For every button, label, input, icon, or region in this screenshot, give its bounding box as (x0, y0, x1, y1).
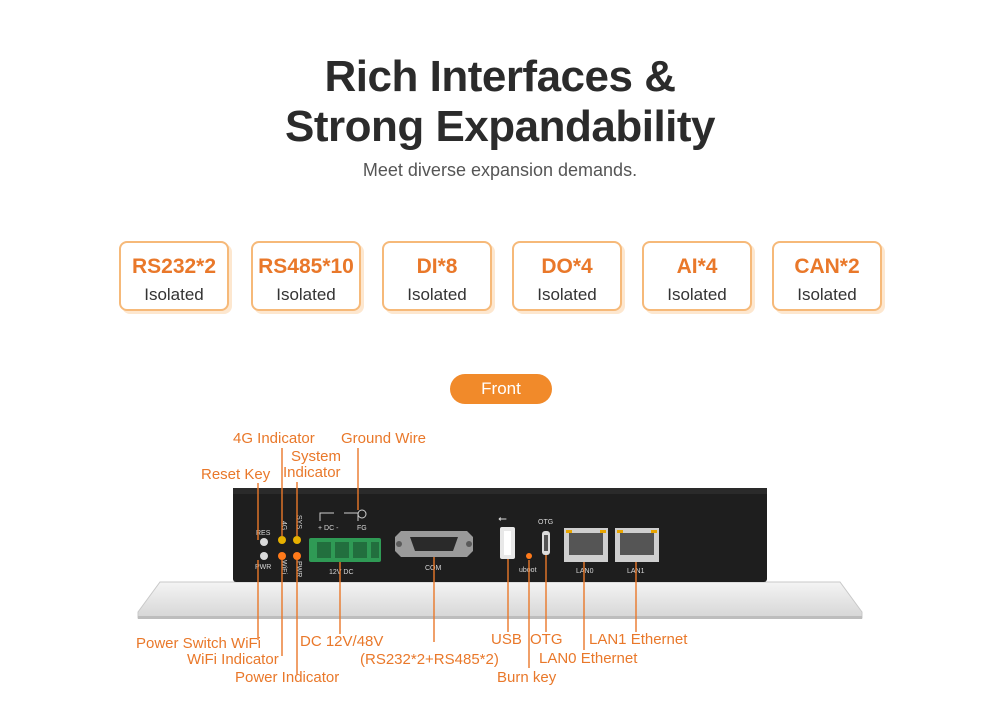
feature-sub: Isolated (537, 285, 597, 304)
terminal-slot (371, 542, 379, 558)
feature-card-di: DI*8 Isolated (382, 241, 492, 311)
4g-led-icon (278, 536, 286, 544)
callout-com-spec: (RS232*2+RS485*2) (360, 651, 499, 668)
feature-name: RS485*10 (258, 255, 354, 278)
callout-wifi-indicator: WiFi Indicator (187, 651, 279, 668)
callout-ground-wire: Ground Wire (341, 430, 427, 447)
feature-sub: Isolated (667, 285, 727, 304)
ground-symbol-icon (357, 509, 367, 519)
usb-port-tongue (504, 531, 511, 555)
silk-4g: 4G (280, 521, 287, 530)
callout-burn-key: Burn key (497, 669, 557, 686)
silk-dc-label: 12V DC (329, 569, 354, 576)
panel-bezel (137, 581, 863, 619)
callout-lan0: LAN0 Ethernet (539, 650, 638, 667)
feature-sub: Isolated (407, 285, 467, 304)
lan1-port-inner (620, 533, 654, 555)
silk-pwr-switch: PWR (255, 564, 271, 571)
callout-dc-power: DC 12V/48V (300, 633, 384, 650)
silk-uboot: uboot (519, 567, 537, 574)
silk-wifi: WiFi (280, 560, 287, 574)
silk-com: COM (425, 565, 442, 572)
wifi-led-icon (278, 552, 286, 560)
silk-otg: OTG (538, 519, 553, 526)
feature-card-ai: AI*4 Isolated (642, 241, 752, 311)
device-top-edge (233, 488, 767, 494)
callout-lan1: LAN1 Ethernet (589, 631, 688, 648)
feature-name: DI*8 (416, 255, 458, 278)
otg-port-inner (544, 535, 548, 551)
page-title-line1: Rich Interfaces & (324, 52, 676, 101)
power-switch-icon (260, 552, 268, 560)
burn-key-icon (526, 553, 532, 559)
com-screw (466, 541, 472, 547)
view-label-pill: Front (450, 374, 552, 404)
feature-sub: Isolated (276, 285, 336, 304)
callout-usb: USB (491, 631, 522, 648)
feature-card-rs232: RS232*2 Isolated (119, 241, 229, 311)
feature-card-can: CAN*2 Isolated (772, 241, 882, 311)
terminal-slot (335, 542, 349, 558)
callout-system-indicator-1: System (291, 448, 342, 465)
callout-reset-key: Reset Key (201, 466, 271, 483)
feature-sub: Isolated (144, 285, 204, 304)
power-led-icon (293, 552, 301, 560)
terminal-slot (353, 542, 367, 558)
callout-power-switch: Power Switch WiFi (136, 635, 262, 652)
silk-lan0: LAN0 (576, 568, 594, 575)
feature-name: RS232*2 (131, 255, 217, 278)
callout-system-indicator-2: Indicator (283, 464, 341, 481)
feature-name: AI*4 (676, 255, 718, 278)
lan0-led (566, 530, 572, 533)
silk-sys: SYS (295, 515, 302, 529)
silk-dc: + DC - (318, 525, 339, 532)
reset-key-icon (260, 538, 268, 546)
feature-card-do: DO*4 Isolated (512, 241, 622, 311)
lan0-port-inner (569, 533, 603, 555)
callout-4g-indicator: 4G Indicator (233, 430, 315, 447)
lan0-led (600, 530, 606, 533)
lan1-led (617, 530, 623, 533)
silk-fg: FG (357, 525, 367, 532)
com-screw (396, 541, 402, 547)
callout-lines (257, 448, 637, 674)
terminal-slot (317, 542, 331, 558)
com-port-pins (410, 537, 458, 551)
feature-name: CAN*2 (794, 255, 860, 278)
silk-pwr-led: PWR (295, 561, 302, 577)
feature-card-rs485: RS485*10 Isolated (251, 241, 361, 311)
callout-power-indicator: Power Indicator (235, 669, 340, 686)
page-title-line2: Strong Expandability (284, 102, 716, 151)
system-led-icon (293, 536, 301, 544)
feature-name: DO*4 (541, 255, 593, 278)
callout-otg: OTG (530, 631, 563, 648)
usb-symbol-icon: ⭠ (498, 513, 507, 525)
panel-edge (138, 616, 862, 619)
lan1-led (651, 530, 657, 533)
feature-sub: Isolated (797, 285, 857, 304)
silk-res: RES (256, 530, 271, 537)
page-subtitle: Meet diverse expansion demands. (362, 160, 638, 180)
